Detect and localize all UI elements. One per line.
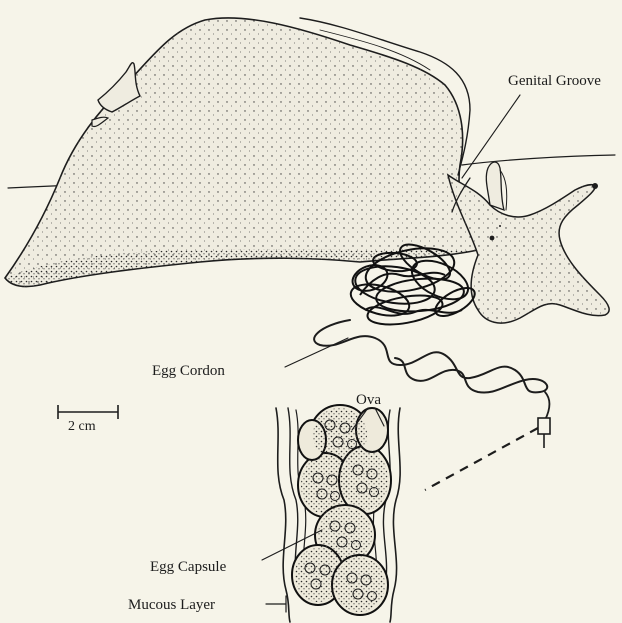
egg-cordon-strand-end [545, 392, 550, 420]
section-marker [538, 418, 550, 434]
ground-line-right [462, 155, 615, 165]
label-ova: Ova [356, 392, 381, 408]
scale-bar [58, 405, 118, 419]
label-egg-cordon: Egg Cordon [152, 363, 225, 379]
scale-bar-label: 2 cm [68, 419, 96, 434]
dashed-connector [425, 428, 538, 490]
label-genital-groove: Genital Groove [508, 73, 601, 89]
egg-cordon-cross-section [262, 405, 400, 622]
label-mucous-layer: Mucous Layer [128, 597, 215, 613]
sea-hare-body [5, 18, 478, 287]
label-egg-capsule: Egg Capsule [150, 559, 227, 575]
egg-cordon-strand [314, 320, 547, 393]
